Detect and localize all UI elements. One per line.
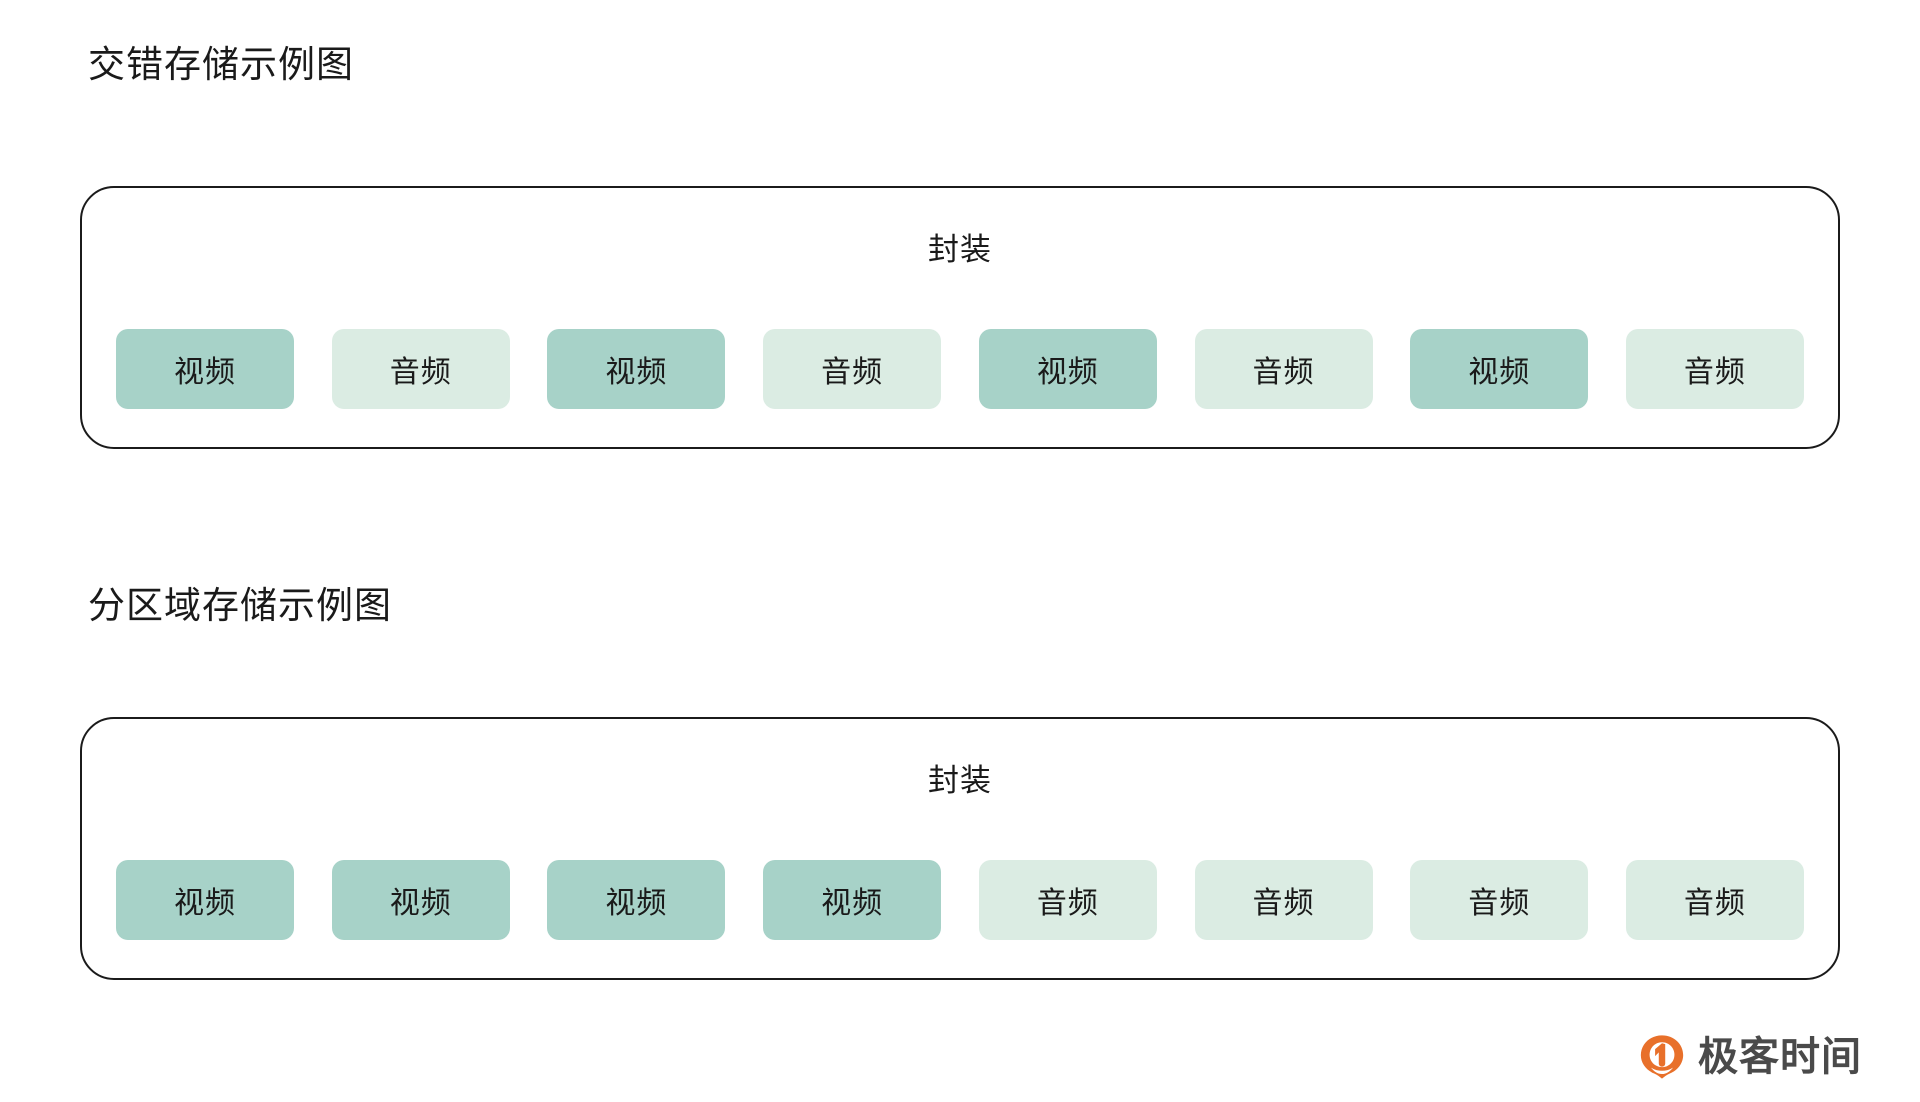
block-video[interactable]: 视频 xyxy=(116,860,294,940)
block-label: 音频 xyxy=(1252,887,1315,920)
block-label: 视频 xyxy=(1468,356,1531,389)
container-label-encapsulation: 封装 xyxy=(928,232,992,267)
block-audio[interactable]: 音频 xyxy=(1194,329,1373,409)
block-label: 音频 xyxy=(821,356,884,389)
block-row-partitioned: 视频 视频 视频 视频 音频 音频 音频 音频 xyxy=(116,860,1804,940)
block-row-interleaved: 视频 音频 视频 音频 视频 音频 视频 音频 xyxy=(116,329,1804,409)
block-label: 视频 xyxy=(1036,356,1099,389)
block-label: 音频 xyxy=(1036,887,1099,920)
block-audio[interactable]: 音频 xyxy=(763,329,942,409)
block-label: 视频 xyxy=(174,356,236,389)
block-label: 音频 xyxy=(389,356,452,389)
block-audio[interactable]: 音频 xyxy=(978,860,1157,940)
brand-name: 极客时间 xyxy=(1698,1035,1862,1079)
container-interleaved: 封装 视频 音频 视频 音频 视频 音频 视频 音 xyxy=(80,186,1840,449)
section-title-partitioned: 分区域存储示例图 xyxy=(88,585,392,626)
block-label: 视频 xyxy=(174,887,236,920)
section-title-interleaved: 交错存储示例图 xyxy=(88,44,354,85)
block-label: 视频 xyxy=(605,887,668,920)
block-label: 音频 xyxy=(1252,356,1315,389)
block-video[interactable]: 视频 xyxy=(116,329,294,409)
block-audio[interactable]: 音频 xyxy=(1194,860,1373,940)
block-label: 音频 xyxy=(1683,887,1746,920)
container-partitioned: 封装 视频 视频 视频 视频 音频 音频 音频 音 xyxy=(80,717,1840,980)
block-video[interactable]: 视频 xyxy=(763,860,942,940)
block-video[interactable]: 视频 xyxy=(547,329,726,409)
container-label-encapsulation: 封装 xyxy=(928,763,992,798)
block-video[interactable]: 视频 xyxy=(1410,329,1589,409)
block-video[interactable]: 视频 xyxy=(547,860,726,940)
block-audio[interactable]: 音频 xyxy=(1410,860,1589,940)
block-audio[interactable]: 音频 xyxy=(1625,860,1804,940)
block-label: 视频 xyxy=(821,887,884,920)
block-label: 视频 xyxy=(389,887,452,920)
brand-watermark: 极客时间 xyxy=(1639,1034,1862,1080)
block-audio[interactable]: 音频 xyxy=(1625,329,1804,409)
block-audio[interactable]: 音频 xyxy=(331,329,510,409)
block-label: 音频 xyxy=(1683,356,1746,389)
geektime-logo-icon xyxy=(1640,1035,1684,1079)
block-label: 音频 xyxy=(1468,887,1531,920)
block-video[interactable]: 视频 xyxy=(978,329,1157,409)
block-video[interactable]: 视频 xyxy=(331,860,510,940)
block-label: 视频 xyxy=(605,356,668,389)
